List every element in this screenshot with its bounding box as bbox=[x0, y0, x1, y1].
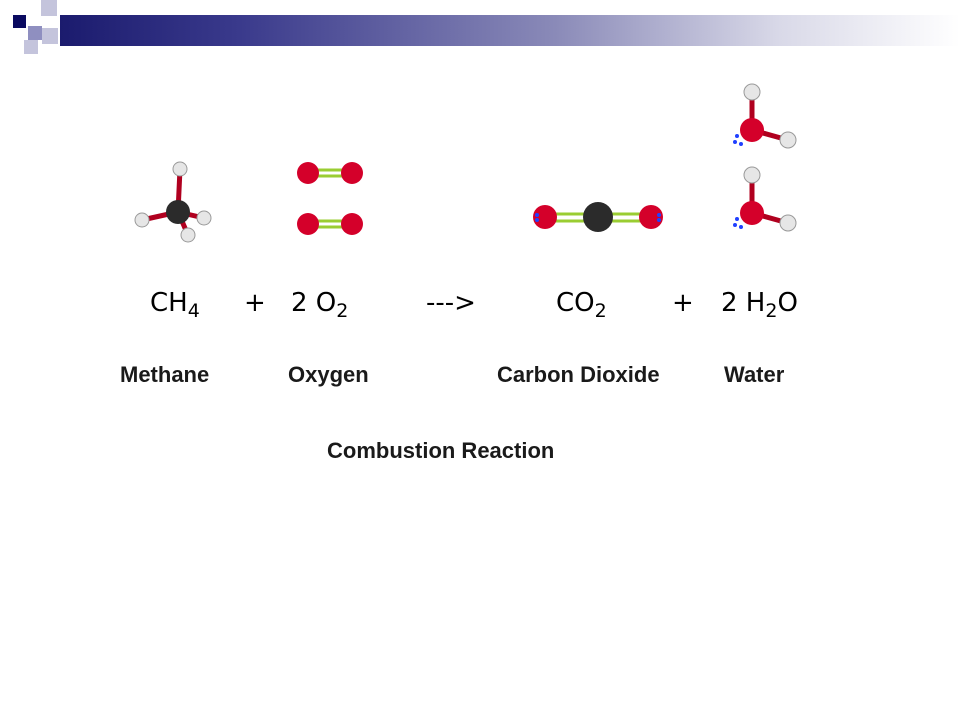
formula-oxygen-coef: 2 O bbox=[291, 288, 337, 318]
header-square-light-3 bbox=[24, 40, 38, 54]
formula-oxygen-sub: 2 bbox=[336, 300, 349, 322]
plus-sign-1: + bbox=[244, 288, 266, 318]
formula-water-pre: 2 H bbox=[721, 288, 766, 318]
formula-water-sub: 2 bbox=[765, 300, 778, 322]
label-oxygen: Oxygen bbox=[288, 362, 369, 387]
label-water: Water bbox=[724, 362, 785, 387]
label-methane: Methane bbox=[120, 362, 210, 387]
water-molecule-1 bbox=[725, 80, 805, 155]
formula-water: 2 H2O bbox=[721, 283, 798, 331]
header-square-light bbox=[41, 0, 57, 16]
formula-water-post: O bbox=[777, 288, 798, 318]
label-carbon-dioxide: Carbon Dioxide bbox=[497, 362, 660, 387]
diagram-caption: Combustion Reaction bbox=[327, 438, 555, 463]
header-square-dark bbox=[13, 15, 26, 28]
formula-methane-sub: 4 bbox=[187, 300, 200, 322]
formula-oxygen: 2 O2 bbox=[291, 283, 348, 331]
formula-co2-base: CO bbox=[556, 288, 595, 318]
header-gradient-bar bbox=[60, 15, 960, 46]
reaction-arrow: ---> bbox=[426, 288, 476, 318]
water-molecule-2 bbox=[725, 163, 805, 238]
plus-sign-2: + bbox=[672, 288, 694, 318]
header-square-light-2 bbox=[42, 28, 58, 44]
formula-carbon-dioxide: CO2 bbox=[556, 283, 607, 331]
formula-methane: CH4 bbox=[150, 283, 200, 331]
header-square-mid bbox=[28, 26, 42, 40]
methane-molecule bbox=[125, 155, 220, 245]
carbon-dioxide-molecule bbox=[528, 195, 668, 240]
oxygen-molecules bbox=[290, 155, 370, 245]
formula-methane-base: CH bbox=[150, 288, 188, 318]
formula-co2-sub: 2 bbox=[594, 300, 607, 322]
